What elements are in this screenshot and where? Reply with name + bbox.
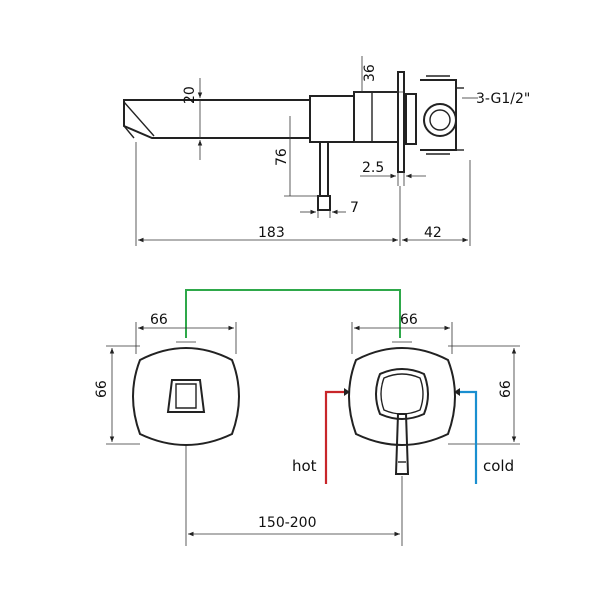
dim-36-label: 36 bbox=[362, 64, 378, 82]
side-view: 20 36 3-G1/2" 76 2.5 7 183 42 bbox=[123, 56, 530, 246]
hot-indicator-line bbox=[324, 390, 344, 484]
spout-wall-plate bbox=[132, 347, 240, 446]
dim-76-label: 76 bbox=[274, 148, 290, 166]
cold-indicator-line bbox=[460, 390, 478, 484]
dim-2-5-label: 2.5 bbox=[362, 160, 384, 176]
mixer-handle-base bbox=[375, 368, 429, 420]
wall-plate bbox=[397, 71, 405, 173]
handle-lever bbox=[319, 141, 329, 197]
dim-7-label: 7 bbox=[350, 200, 359, 216]
hot-label: hot bbox=[292, 457, 317, 475]
center-spacing-label: 150-200 bbox=[258, 515, 317, 531]
thread-label: 3-G1/2" bbox=[476, 91, 530, 107]
spout bbox=[123, 99, 311, 139]
center-spacing-bracket bbox=[185, 289, 401, 338]
cold-label: cold bbox=[483, 457, 514, 475]
thread-connector bbox=[423, 103, 457, 137]
mixer-lever bbox=[394, 413, 410, 475]
dim-66-left-side-label: 66 bbox=[94, 380, 110, 398]
dim-42-label: 42 bbox=[424, 225, 442, 241]
dim-66-right-top-label: 66 bbox=[400, 312, 418, 328]
escutcheon-block bbox=[353, 91, 399, 143]
spout-outlet bbox=[166, 379, 206, 413]
mixer-wall-plate bbox=[348, 347, 456, 446]
dim-20-label: 20 bbox=[182, 86, 198, 104]
dim-66-right-side-label: 66 bbox=[498, 380, 514, 398]
front-view: 66 66 66 66 hot cold 150-200 bbox=[94, 289, 520, 546]
valve-body bbox=[309, 95, 355, 143]
dim-66-left-top-label: 66 bbox=[150, 312, 168, 328]
dim-183-label: 183 bbox=[258, 225, 285, 241]
rough-in-box bbox=[405, 93, 417, 145]
